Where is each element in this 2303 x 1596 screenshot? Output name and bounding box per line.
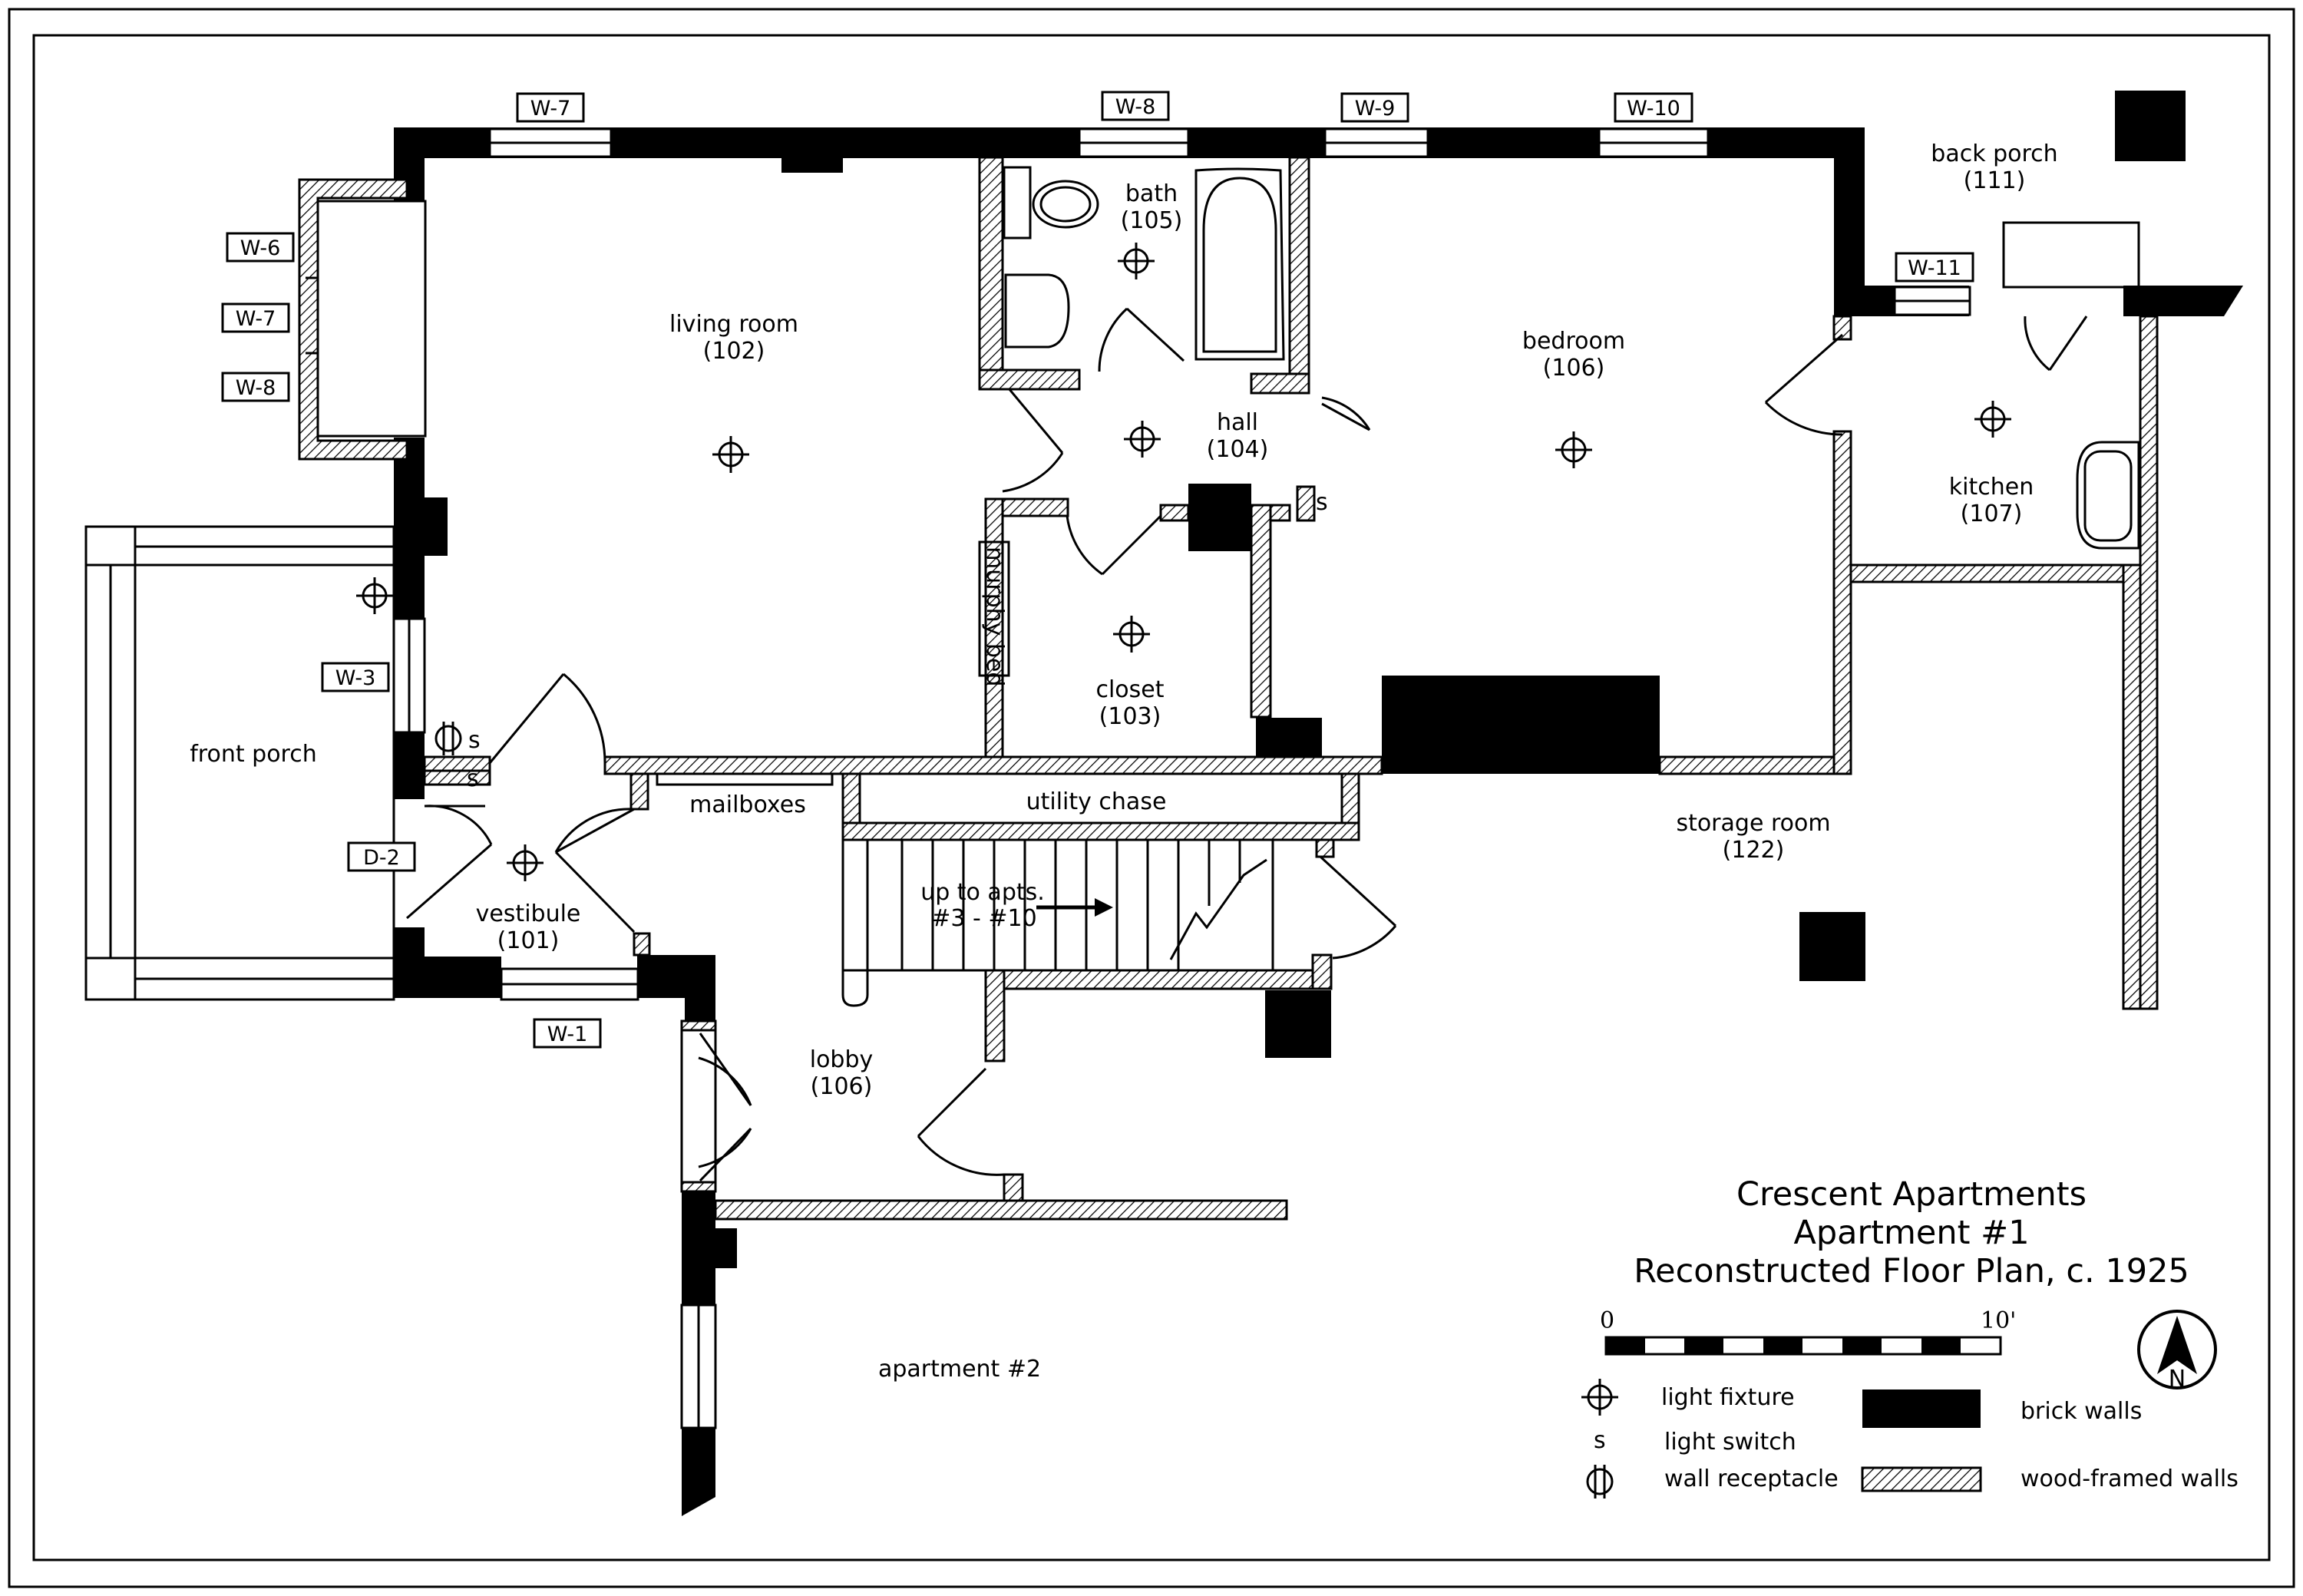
- back-porch-number: (111): [1964, 167, 2026, 194]
- front-porch: [84, 525, 395, 1001]
- window-openings: [306, 127, 1971, 1429]
- north-label: N: [2169, 1366, 2186, 1393]
- mailbox-strip: [656, 772, 834, 786]
- light-fixtures: [355, 241, 2013, 883]
- murphy-bed-outline: [978, 540, 1010, 677]
- stairs-label-line2: #3 - #10: [931, 905, 1036, 932]
- scale-bar: 0 10': [1600, 1307, 2016, 1356]
- front-porch-name: front porch: [190, 741, 316, 768]
- bath-name: bath: [1125, 180, 1178, 207]
- legend-light-switch: light switch: [1664, 1429, 1796, 1456]
- living-room-number: (102): [703, 338, 765, 365]
- window-tags: W-7 W-8 W-9 W-10 W-11 W-6 W-7 W-8 W-3 D-…: [221, 91, 1974, 1049]
- tag-w9: W-9: [1355, 97, 1396, 121]
- tag-w10: W-10: [1627, 97, 1680, 121]
- switch-mark-bath: s: [1316, 489, 1328, 516]
- bedroom-name: bedroom: [1522, 328, 1625, 355]
- apartment-2-label: apartment #2: [878, 1356, 1041, 1383]
- tag-w8-left: W-8: [236, 376, 276, 400]
- hall-number: (104): [1207, 436, 1269, 463]
- title-line-3: Reconstructed Floor Plan, c. 1925: [1634, 1252, 2189, 1290]
- title-line-2: Apartment #1: [1793, 1214, 2029, 1252]
- bath-number: (105): [1121, 207, 1183, 234]
- stairs-label-line1: up to apts.: [920, 879, 1045, 906]
- hall-name: hall: [1217, 409, 1258, 436]
- legend-wall-receptacle: wall receptacle: [1664, 1465, 1839, 1492]
- lobby-name: lobby: [810, 1046, 874, 1073]
- closet-number: (103): [1099, 703, 1161, 730]
- storage-room-number: (122): [1723, 837, 1785, 864]
- legend-switch-symbol: s: [1594, 1427, 1606, 1454]
- kitchen-number: (107): [1961, 501, 2023, 527]
- wall-receptacle-icon: [434, 722, 462, 755]
- wood-framed-walls: [298, 156, 2159, 1221]
- closet-name: closet: [1095, 676, 1164, 703]
- tag-w1: W-1: [547, 1023, 588, 1046]
- utility-chase-label: utility chase: [1026, 788, 1167, 815]
- scale-start: 0: [1600, 1307, 1614, 1334]
- north-arrow-icon: N: [2137, 1310, 2217, 1393]
- tag-w7-top: W-7: [530, 97, 571, 121]
- title-line-1: Crescent Apartments: [1736, 1175, 2087, 1214]
- bath-fixtures: [1003, 166, 1285, 361]
- murphy-bed-label: murphy bed: [981, 547, 1008, 686]
- kitchen-name: kitchen: [1949, 474, 2034, 501]
- tag-w11: W-11: [1908, 256, 1961, 280]
- stairs: [841, 838, 1274, 1007]
- vestibule-name: vestibule: [476, 900, 581, 927]
- tag-w8-top: W-8: [1115, 95, 1156, 119]
- outer-border: [8, 8, 2295, 1588]
- vestibule-number: (101): [497, 927, 560, 954]
- scale-end: 10': [1981, 1307, 2016, 1334]
- kitchen-fixtures: [2002, 221, 2140, 550]
- tag-d2: D-2: [363, 846, 400, 870]
- inner-border: [32, 34, 2271, 1561]
- living-room-name: living room: [669, 311, 798, 338]
- tag-w6: W-6: [240, 236, 281, 260]
- legend-brick-walls: brick walls: [2020, 1398, 2142, 1425]
- room-labels: living room (102) bath (105) hall (104) …: [190, 140, 2057, 1383]
- mailboxes-label: mailboxes: [689, 791, 806, 818]
- switch-mark-vestibule-lower: s: [467, 765, 479, 792]
- lobby-number: (106): [811, 1073, 873, 1100]
- back-porch-name: back porch: [1931, 140, 2057, 167]
- tag-w3: W-3: [335, 666, 376, 690]
- switch-mark-vestibule-upper: s: [468, 727, 481, 754]
- title-block: Crescent Apartments Apartment #1 Reconst…: [1634, 1175, 2189, 1290]
- tag-w7-left: W-7: [236, 307, 276, 331]
- legend-light-fixture: light fixture: [1661, 1384, 1795, 1411]
- storage-room-name: storage room: [1676, 810, 1830, 837]
- bedroom-number: (106): [1543, 355, 1605, 382]
- legend: light fixture s light switch wall recept…: [1580, 1377, 2239, 1499]
- legend-wood-framed-walls: wood-framed walls: [2020, 1465, 2239, 1492]
- door-swings: [406, 307, 2088, 1182]
